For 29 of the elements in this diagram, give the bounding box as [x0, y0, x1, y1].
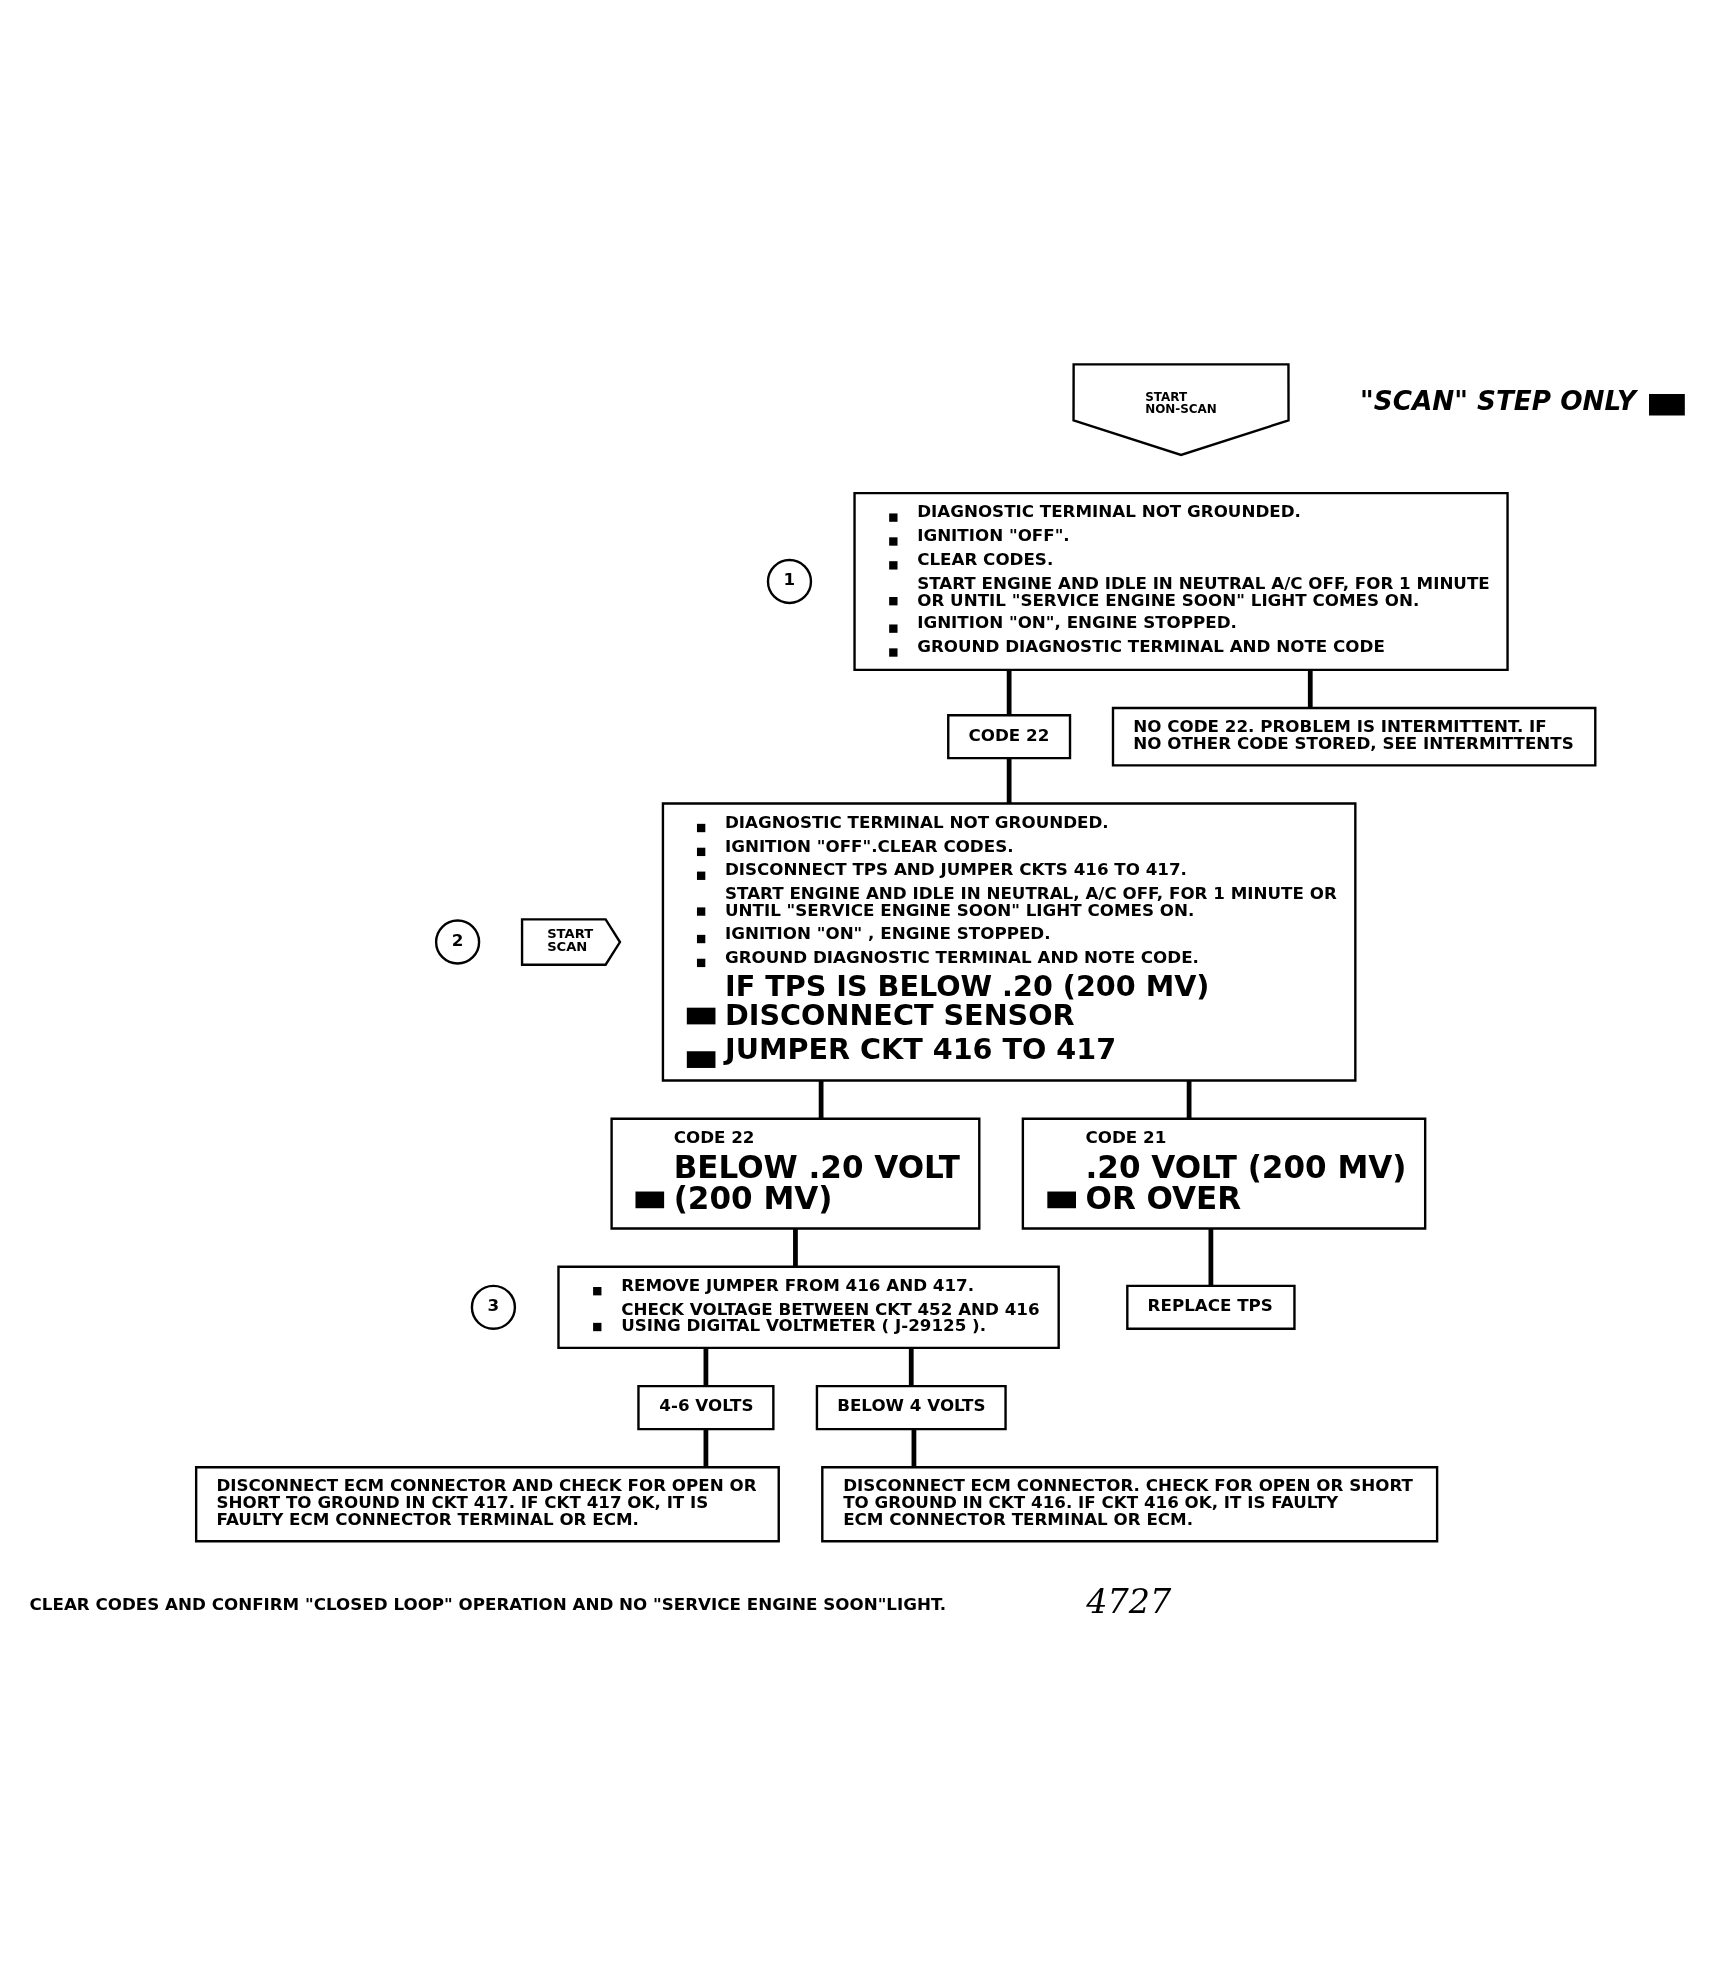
node-box: DISCONNECT ECM CONNECTOR AND CHECK FOR OPEN OR SHORT TO GROUND IN CKT 417. IF CKT 417 OK, IT IS FAULTY ECM CONNECTOR TERMINAL OR ECM. [194, 1465, 780, 1542]
node-circle: 3 [470, 1284, 517, 1330]
node-box: CODE 22 [947, 713, 1072, 759]
connector [703, 1429, 709, 1467]
node-box: CODE 22 BELOW .20 VOLT (200 MV) [610, 1117, 981, 1230]
node-box: CODE 21 .20 VOLT (200 MV) OR OVER [1021, 1117, 1427, 1230]
node-box: REMOVE JUMPER FROM 416 AND 417. CHECK VOLTAGE BETWEEN CKT 452 AND 416 USING DIGITAL VOLTMETER ( J-29125 ). [557, 1265, 1060, 1349]
connector [1208, 1228, 1214, 1286]
connector [1186, 1080, 1192, 1119]
connector [908, 1347, 914, 1386]
node-box: NO CODE 22. PROBLEM IS INTERMITTENT. IF NO OTHER CODE STORED, SEE INTERMITTENTS [1111, 706, 1597, 767]
connector [703, 1347, 709, 1386]
connector [1006, 669, 1012, 715]
connector [1307, 669, 1313, 708]
connector [1006, 757, 1012, 803]
connector [911, 1429, 917, 1467]
label: CLEAR CODES AND CONFIRM "CLOSED LOOP" OPERATION AND NO "SERVICE ENGINE SOON"LIGHT. [29, 1593, 947, 1614]
node-box: 4-6 VOLTS [637, 1384, 775, 1430]
node-box: DISCONNECT ECM CONNECTOR. CHECK FOR OPEN OR SHORT TO GROUND IN CKT 416. IF CKT 416 OK, IT IS FAULTY ECM CONNECTOR TERMINAL OR ECM. [821, 1465, 1439, 1542]
label: 4727 [1086, 1581, 1172, 1621]
connector [793, 1228, 798, 1267]
node-box: REPLACE TPS [1126, 1284, 1296, 1330]
node-circle: 2 [434, 918, 481, 965]
legend-label: "SCAN" STEP ONLY [1360, 385, 1637, 416]
node-box: BELOW 4 VOLTS [815, 1384, 1007, 1430]
node-box: DIAGNOSTIC TERMINAL NOT GROUNDED. IGNITION "OFF".CLEAR CODES. DISCONNECT TPS AND JUMPER CKTS 416 TO 417. START ENGINE AND IDLE IN NEUTRAL, A/C OFF, FOR 1 MINUTE OR UNTIL "SERVICE ENGINE SOON" LIGHT COMES ON. IGNITION "ON" , ENGINE STOPPED. GROUND DIAGNOSTIC TERMINAL AND NOTE CODE. IF TPS IS BELOW .20 (200 MV) DISCONNECT SENSOR JUMPER CKT 416 TO 417 [661, 801, 1357, 1082]
node-circle: 1 [766, 558, 813, 604]
connector [818, 1080, 824, 1119]
node-box: DIAGNOSTIC TERMINAL NOT GROUNDED. IGNITION "OFF". CLEAR CODES. START ENGINE AND IDLE IN NEUTRAL A/C OFF, FOR 1 MINUTE OR UNTIL "SERVICE ENGINE SOON" LIGHT COMES ON. IGNITION "ON", ENGINE STOPPED. GROUND DIAGNOSTIC TERMINAL AND NOTE CODE [853, 491, 1509, 671]
